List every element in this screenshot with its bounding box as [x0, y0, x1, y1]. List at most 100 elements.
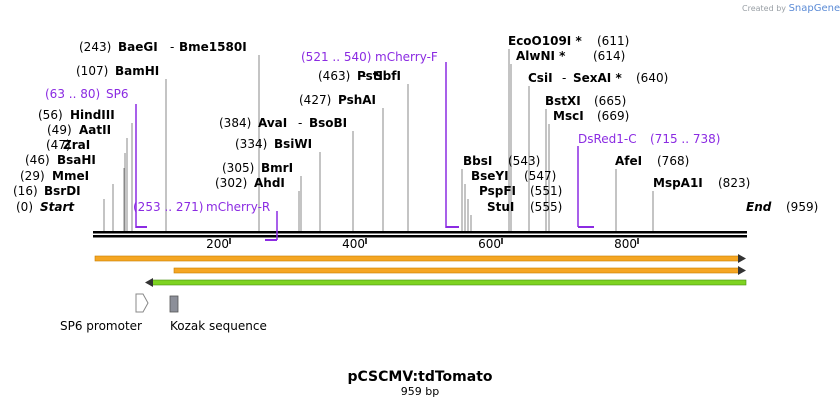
primer-mcherry-r-name: mCherry-R [206, 200, 270, 214]
site-position: (611) [597, 34, 629, 48]
site-name: PstI [357, 69, 383, 83]
site-pshai[interactable]: PshAI (427) [299, 93, 376, 107]
site-separator: - [298, 116, 302, 130]
site-bmri[interactable]: BmrI(305) [222, 161, 293, 175]
site-ecoo109i[interactable]: EcoO109I * (611) [508, 34, 629, 48]
site-position: (547) [524, 169, 556, 183]
site-hindiii[interactable]: HindIII (56) [38, 108, 115, 122]
site-position: (47) [46, 138, 71, 152]
site-name: CsiI [528, 71, 553, 85]
site-pspfi[interactable]: PspFI (551) [479, 184, 562, 198]
site-name-2: BsoBI [309, 116, 347, 130]
feature-sp6-promoter-label: SP6 promoter [60, 319, 142, 333]
site-position: (16) [13, 184, 38, 198]
primer-mcherry-r[interactable]: (253 .. 271) mCherry-R [133, 200, 278, 241]
primer-sp6-range: (63 .. 80) [45, 87, 100, 101]
orf-forward-1[interactable] [94, 254, 746, 263]
site-alwni[interactable]: AlwNI *(614) [516, 49, 625, 63]
site-name: HindIII [70, 108, 115, 122]
site-name: MscI [553, 109, 584, 123]
orf-reverse[interactable] [145, 278, 747, 287]
site-position: (49) [47, 123, 72, 137]
site-name-2: SexAI * [573, 71, 622, 85]
site-name: BstXI [545, 94, 581, 108]
primer-dsred1-c[interactable]: DsRed1-C (715 .. 738) [577, 132, 720, 228]
feature-kozak-sequence[interactable]: Kozak sequence [169, 295, 267, 333]
site-position: (640) [636, 71, 668, 85]
site-name: ZraI [63, 138, 90, 152]
site-name: AfeI [615, 154, 642, 168]
feature-sp6-promoter[interactable]: SP6 promoter [60, 293, 149, 333]
site-avai[interactable]: AvaI-BsoBI (384) [219, 116, 347, 130]
ruler-tick-label: 200 [206, 237, 229, 251]
site-msci[interactable]: MscI (669) [553, 109, 629, 123]
site-position: (669) [597, 109, 629, 123]
site-bsahi[interactable]: BsaHI (46) [25, 153, 96, 167]
site-name: MmeI [52, 169, 89, 183]
site-position: (384) [219, 116, 251, 130]
site-bsrdi[interactable]: BsrDI (16) [13, 184, 81, 198]
site-lines [103, 49, 654, 231]
site-position: (427) [299, 93, 331, 107]
site-name: BaeGI [118, 40, 158, 54]
site-position: (302) [215, 176, 247, 190]
site-zrai[interactable]: ZraI(47) [46, 138, 90, 152]
site-aatii[interactable]: AatII (49) [47, 123, 111, 137]
site-start[interactable]: Start(0) [16, 200, 75, 214]
site-mspa1i[interactable]: MspA1I(823) [653, 176, 750, 190]
site-position: (614) [593, 49, 625, 63]
site-position: (0) [16, 200, 33, 214]
site-position: (29) [20, 169, 45, 183]
primer-mcherry-f[interactable]: (521 .. 540) mCherry-F [301, 50, 459, 228]
plasmid-size: 959 bp [401, 385, 439, 398]
credit-prefix: Created by [742, 4, 787, 13]
site-name: PspFI [479, 184, 516, 198]
primer-mcherry-r-range: (253 .. 271) [133, 200, 203, 214]
ruler-tick-label: 400 [342, 237, 365, 251]
site-end[interactable]: End(959) [746, 200, 818, 214]
site-name: AhdI [254, 176, 285, 190]
site-name: EcoO109I * [508, 34, 582, 48]
site-name: AvaI [258, 116, 287, 130]
site-bseyi[interactable]: BseYI(547) [471, 169, 556, 183]
site-position: (665) [594, 94, 626, 108]
site-name: BsrDI [44, 184, 81, 198]
site-csii[interactable]: CsiI-SexAI * (640) [528, 71, 668, 85]
site-bbsi[interactable]: BbsI(543) [463, 154, 540, 168]
site-bamhi[interactable]: BamHI(107) [76, 64, 159, 78]
site-position: (823) [718, 176, 750, 190]
site-bsiwi[interactable]: BsiWI (334) [235, 137, 312, 151]
primer-sp6[interactable]: (63 .. 80) SP6 [45, 87, 147, 228]
site-name: BamHI [115, 64, 159, 78]
site-stui[interactable]: StuI (555) [487, 200, 562, 214]
primer-dsred1-c-name: DsRed1-C [578, 132, 637, 146]
site-name: PshAI [338, 93, 376, 107]
site-name: StuI [487, 200, 514, 214]
site-name: BbsI [463, 154, 492, 168]
site-afei[interactable]: AfeI (768) [615, 154, 689, 168]
ruler-tick-label: 800 [614, 237, 637, 251]
site-position: (46) [25, 153, 50, 167]
site-baegi[interactable]: BaeGI-Bme1580I(243) [79, 40, 247, 54]
site-name: BsiWI [274, 137, 312, 151]
site-position: (463) [318, 69, 350, 83]
dna-backbone [93, 231, 747, 238]
site-separator: - [562, 71, 566, 85]
site-psti[interactable]: PstI-SbfI(463) [318, 69, 401, 83]
primer-mcherry-f-name: mCherry-F [375, 50, 438, 64]
site-ahdi[interactable]: AhdI (302) [215, 176, 285, 190]
site-position: (768) [657, 154, 689, 168]
site-bstxi[interactable]: BstXI (665) [545, 94, 626, 108]
orf-forward-2[interactable] [173, 266, 746, 275]
site-mmei[interactable]: MmeI (29) [20, 169, 89, 183]
site-name-2: SbfI [374, 69, 401, 83]
site-name: End [746, 200, 772, 214]
site-name: AatII [79, 123, 111, 137]
site-position: (555) [530, 200, 562, 214]
site-position: (334) [235, 137, 267, 151]
site-position: (551) [530, 184, 562, 198]
primer-dsred1-c-range: (715 .. 738) [650, 132, 720, 146]
site-position: (56) [38, 108, 63, 122]
site-name: BsaHI [57, 153, 96, 167]
